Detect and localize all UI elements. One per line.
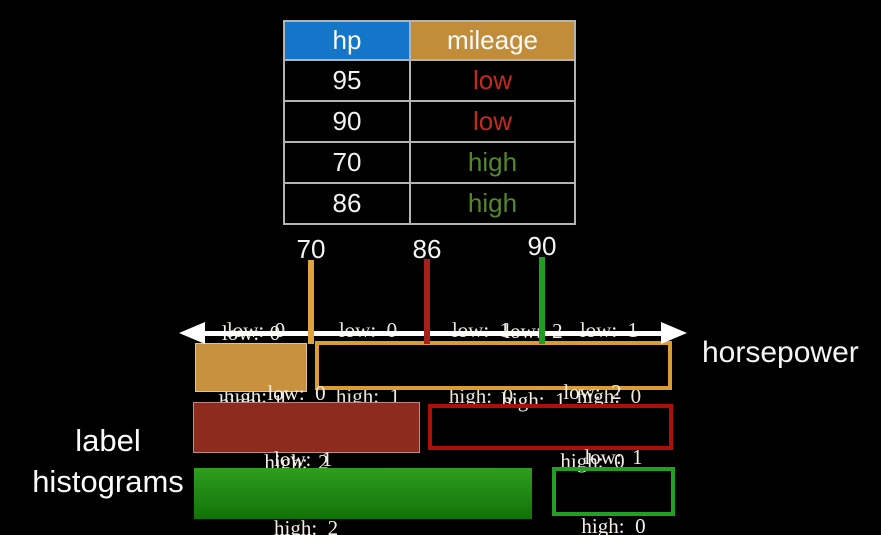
table-header-mileage: mileage (409, 20, 576, 61)
high-count: high: 0 (581, 513, 646, 535)
table-header-row: hp mileage (283, 20, 576, 61)
hp-value: 86 (283, 182, 411, 225)
table-row: 70 high (283, 141, 576, 184)
segment-counts-4: low: 1 high: 0 (539, 275, 679, 451)
caption-line-2: histograms (32, 464, 184, 499)
split-tick-86 (424, 259, 430, 344)
histogram-orange-left-filled: low: 0 high: 1 (195, 321, 307, 413)
mileage-value: low (409, 100, 576, 143)
split-value-70: 70 (296, 234, 326, 264)
arrow-right-icon (661, 322, 687, 344)
label-histograms-caption: label histograms (22, 420, 194, 502)
split-tick-90 (539, 257, 545, 344)
low-count: low: 2 (563, 380, 622, 404)
segment-high-count: high: 0 (576, 384, 642, 408)
table-row: 90 low (283, 100, 576, 143)
low-count: low: 2 (359, 319, 708, 343)
segment-high-count: high: 0 (448, 384, 514, 408)
histogram-green-left-filled: low: 1 high: 2 (194, 447, 532, 535)
hp-value: 70 (283, 141, 411, 184)
histogram-red-right-outlined: low: 2 high: 0 (428, 381, 673, 473)
low-count: low: 1 (274, 446, 333, 471)
horsepower-axis-line (196, 331, 666, 336)
hp-mileage-table: hp mileage 95 low 90 low 70 high 86 high (283, 20, 576, 225)
table-row: 86 high (283, 182, 576, 225)
horsepower-axis-label: horsepower (702, 336, 859, 369)
histogram-red-left-filled: low: 0 high: 2 (193, 381, 420, 473)
caption-line-1: label (75, 423, 141, 458)
table-row: 95 low (283, 59, 576, 102)
high-count: high: 2 (274, 515, 339, 535)
hp-value: 90 (283, 100, 411, 143)
histogram-green-right-outlined: low: 1 high: 0 (552, 445, 675, 535)
arrow-left-icon (179, 322, 205, 344)
mileage-value: high (409, 141, 576, 184)
high-count: high: 2 (264, 449, 329, 474)
low-count: low: 0 (267, 380, 326, 405)
mileage-value: high (409, 182, 576, 225)
segment-high-count: high: 1 (335, 384, 401, 408)
high-count: high: 0 (560, 449, 625, 473)
split-tick-70 (308, 260, 314, 344)
low-count: low: 1 (584, 444, 643, 469)
mileage-value: low (409, 59, 576, 102)
table-header-hp: hp (283, 20, 411, 61)
hp-value: 95 (283, 59, 411, 102)
split-value-90: 90 (527, 231, 557, 261)
